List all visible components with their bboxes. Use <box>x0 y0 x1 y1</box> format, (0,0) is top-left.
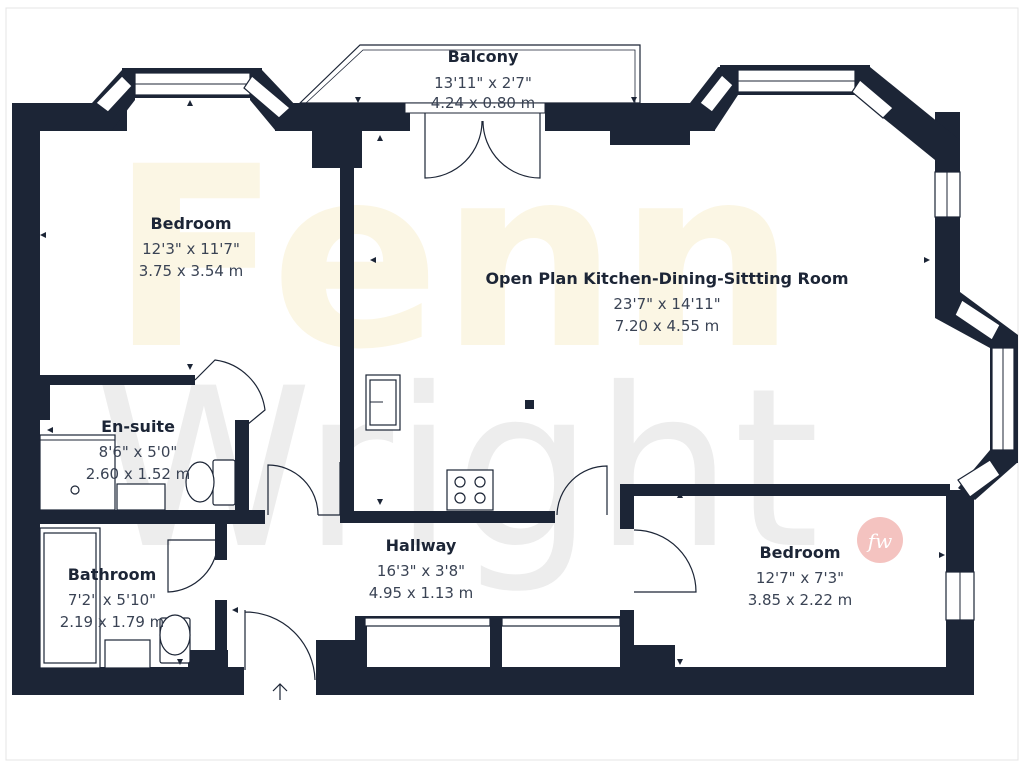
wall-cupboard-divider <box>490 616 502 670</box>
wall-ensuite-bottom <box>40 510 265 524</box>
arrow-up-icon <box>272 683 288 700</box>
window-bay-top <box>954 299 1001 341</box>
cupboard-hall-left <box>364 617 491 627</box>
cupboard-hall-right <box>501 617 621 627</box>
sink-icon <box>365 374 401 431</box>
kitchen-chimney <box>610 103 690 145</box>
svg-text:Bathroom: Bathroom <box>68 565 157 584</box>
svg-text:En-suite: En-suite <box>101 417 175 436</box>
doors <box>167 113 697 681</box>
shower-tray-icon <box>39 434 116 511</box>
svg-text:12'3" x 11'7": 12'3" x 11'7" <box>142 240 240 258</box>
wall-hall-corner <box>316 640 361 670</box>
bathroom-basin <box>104 639 151 669</box>
svg-text:16'3" x 3'8": 16'3" x 3'8" <box>377 562 465 580</box>
window-living-top-left <box>699 74 734 113</box>
svg-text:8'6" x 5'0": 8'6" x 5'0" <box>99 443 178 461</box>
wall-hall-top <box>340 511 555 523</box>
room-labels: Balcony 13'11" x 2'7" 4.24 x 0.80 m Bedr… <box>60 47 853 631</box>
fixtures <box>39 374 534 669</box>
wall-bed2-corner <box>630 645 675 670</box>
windows <box>95 69 1015 627</box>
wall-bed1-bottom <box>40 375 195 385</box>
label-hallway: Hallway 16'3" x 3'8" 4.95 x 1.13 m <box>369 536 474 602</box>
svg-text:fw: fw <box>866 529 893 553</box>
wall-ensuite-stub <box>40 385 50 420</box>
svg-text:4.95 x 1.13 m: 4.95 x 1.13 m <box>369 584 474 602</box>
hob-icon <box>446 469 494 511</box>
wall-ensuite-right <box>235 420 249 520</box>
svg-text:Bedroom: Bedroom <box>759 543 840 562</box>
svg-text:Open Plan Kitchen-Dining-Sittt: Open Plan Kitchen-Dining-Sittting Room <box>485 269 848 288</box>
door-kitchen <box>556 465 608 516</box>
watermark-badge-icon: fw <box>857 517 903 563</box>
door-bedroom2 <box>633 529 697 593</box>
outer-wall-left <box>12 103 40 695</box>
toilet-icon <box>185 459 236 506</box>
window-bed1-right <box>243 75 291 119</box>
door-balcony-right <box>482 113 541 179</box>
svg-text:3.85 x 2.22 m: 3.85 x 2.22 m <box>748 591 853 609</box>
window-bed1-left <box>95 75 133 113</box>
door-balcony-left <box>424 113 483 179</box>
outer-wall-bottom-right <box>316 667 974 695</box>
door-bathroom <box>167 539 219 593</box>
bathroom-toilet-icon <box>159 614 191 664</box>
svg-text:4.24 x 0.80 m: 4.24 x 0.80 m <box>431 94 536 112</box>
svg-text:7'2" x 5'10": 7'2" x 5'10" <box>68 591 156 609</box>
bath-icon <box>39 527 101 669</box>
ensuite-basin <box>116 483 166 511</box>
svg-text:Balcony: Balcony <box>448 47 519 66</box>
svg-text:Hallway: Hallway <box>386 536 457 555</box>
svg-text:12'7" x 7'3": 12'7" x 7'3" <box>756 569 844 587</box>
svg-text:13'11" x 2'7": 13'11" x 2'7" <box>434 74 532 92</box>
svg-text:Bedroom: Bedroom <box>150 214 231 233</box>
label-balcony: Balcony 13'11" x 2'7" 4.24 x 0.80 m <box>431 47 536 112</box>
column-block <box>312 103 362 168</box>
svg-text:7.20 x 4.55 m: 7.20 x 4.55 m <box>615 317 720 335</box>
watermark-fenn: Fenn <box>110 113 796 404</box>
window-living-top-right <box>851 79 894 119</box>
door-ensuite <box>194 359 266 425</box>
label-ensuite: En-suite 8'6" x 5'0" 2.60 x 1.52 m <box>86 417 191 483</box>
door-entrance <box>244 610 316 681</box>
wall-cupboard-left <box>355 616 367 670</box>
window-bay-bottom <box>957 459 1001 498</box>
door-living <box>267 462 341 516</box>
wall-bath-corner <box>188 650 228 670</box>
wall-bed2-top <box>620 484 950 496</box>
label-bedroom-2: Bedroom 12'7" x 7'3" 3.85 x 2.22 m <box>748 543 853 609</box>
bay-right-top-b <box>855 67 960 160</box>
balcony <box>298 44 641 114</box>
wall-living-left <box>340 165 354 520</box>
svg-text:2.19 x 1.79 m: 2.19 x 1.79 m <box>60 613 165 631</box>
svg-text:2.60 x 1.52 m: 2.60 x 1.52 m <box>86 465 191 483</box>
wall-bed2-left <box>620 484 634 529</box>
dimension-ticks <box>40 97 945 665</box>
svg-text:23'7" x 14'11": 23'7" x 14'11" <box>613 295 720 313</box>
label-living-room: Open Plan Kitchen-Dining-Sittting Room 2… <box>485 269 848 335</box>
label-bedroom-1: Bedroom 12'3" x 11'7" 3.75 x 3.54 m <box>139 214 244 280</box>
balcony-door-frame <box>404 102 546 114</box>
label-bathroom: Bathroom 7'2" x 5'10" 2.19 x 1.79 m <box>60 565 165 631</box>
svg-text:3.75 x 3.54 m: 3.75 x 3.54 m <box>139 262 244 280</box>
outer-wall-bottom-left <box>12 667 244 695</box>
wall-bath-right-top <box>215 520 227 560</box>
column-marker <box>525 400 534 409</box>
